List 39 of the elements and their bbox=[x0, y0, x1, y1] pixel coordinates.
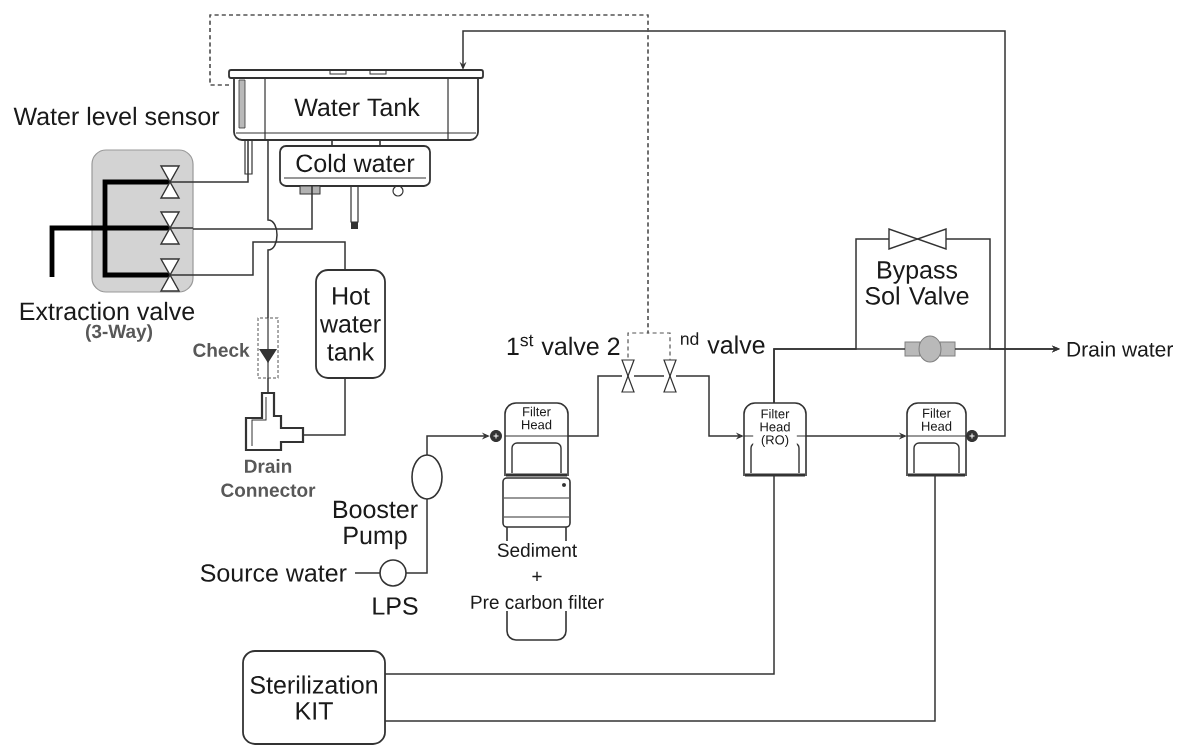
node-label: Sediment bbox=[497, 543, 577, 557]
cold-water-tank: Cold water bbox=[279, 139, 431, 229]
tank-box: Hot water tank bbox=[315, 269, 386, 379]
pipe-line bbox=[302, 377, 346, 436]
component-label: Extraction valve bbox=[20, 301, 195, 321]
valve-label: 1$^{st}$ valve 2 bbox=[507, 334, 620, 356]
pipe-line bbox=[267, 139, 278, 319]
filter-head: Filter Head bbox=[504, 402, 569, 477]
component-label: Water level sensor bbox=[13, 106, 220, 126]
pipe-line bbox=[192, 139, 249, 183]
pipe-line bbox=[384, 475, 775, 675]
pipe-line bbox=[192, 185, 313, 230]
solenoid-valve bbox=[904, 335, 956, 363]
valve-symbol bbox=[621, 359, 635, 393]
pipe-line bbox=[567, 375, 623, 437]
component-label: Source water bbox=[200, 564, 347, 582]
filter-head: Filter Head (RO) bbox=[743, 402, 807, 477]
pipe-line bbox=[192, 241, 346, 276]
component-label: Check bbox=[193, 343, 250, 357]
component-label: (3-Way) bbox=[86, 324, 152, 342]
component-label: Drain Connector bbox=[221, 459, 316, 497]
filter-cartridge: Sediment + Pre carbon filter bbox=[467, 477, 607, 641]
valve-symbol bbox=[663, 359, 677, 393]
component-label: Bypass Sol Valve bbox=[865, 261, 969, 305]
valve-label: $^{nd}$ valve bbox=[681, 332, 765, 354]
water-tank: Water Tank bbox=[228, 69, 484, 141]
pipe-line bbox=[354, 572, 381, 574]
kit-box: Sterilization KIT bbox=[242, 650, 386, 745]
pipe-line bbox=[384, 475, 936, 722]
component-label: LPS bbox=[373, 597, 418, 615]
pipe-line bbox=[267, 377, 269, 394]
node-label: Pre carbon filter bbox=[471, 595, 604, 609]
filter-head: Filter Head bbox=[906, 402, 967, 477]
node-label: + bbox=[532, 571, 542, 582]
pipe-line bbox=[773, 348, 906, 404]
pipe-line bbox=[633, 375, 665, 377]
component-label: Booster Pump bbox=[333, 500, 418, 550]
pipe-line bbox=[405, 498, 428, 574]
component-label: Drain water bbox=[1067, 341, 1173, 357]
